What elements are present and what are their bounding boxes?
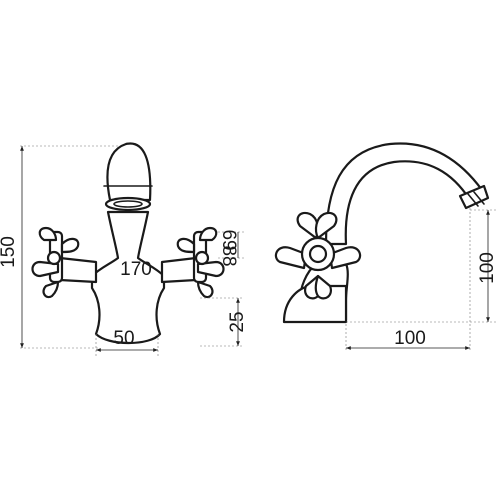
front-view: 150 170 50 69 88 25	[0, 142, 248, 356]
front-right-connector	[160, 256, 198, 284]
front-body	[90, 210, 166, 344]
front-spout-inner	[113, 200, 143, 208]
front-left-handle	[31, 226, 80, 299]
side-spout-tip	[458, 184, 490, 210]
dim-base-width: 50	[113, 328, 134, 349]
side-view: 100 100	[274, 142, 498, 352]
dim-spout-height: 100	[477, 252, 498, 284]
dim-reach-width: 170	[120, 259, 152, 280]
front-spout-cap	[106, 142, 152, 202]
front-right-handle	[176, 226, 225, 299]
dim-base-height: 25	[227, 311, 248, 332]
dim-spout-reach: 100	[394, 328, 426, 349]
dim-handle-angle-b: 88	[218, 245, 239, 266]
side-handle	[274, 211, 362, 300]
side-spout	[324, 142, 484, 246]
dim-total-height: 150	[0, 236, 19, 268]
front-spout-mouth	[104, 196, 152, 212]
front-left-connector	[58, 256, 98, 284]
dim-handle-angle-a: 69	[218, 229, 239, 250]
